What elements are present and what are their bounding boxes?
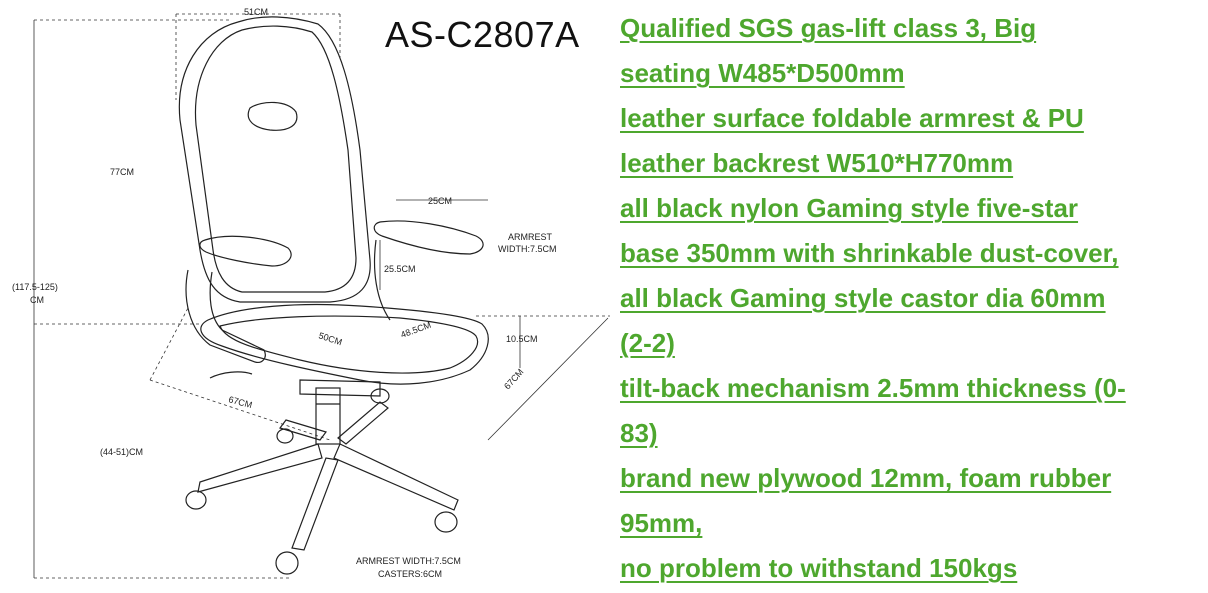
dim-base-left: 67CM bbox=[227, 394, 253, 410]
spec-line[interactable]: base 350mm with shrinkable dust-cover, bbox=[620, 238, 1119, 268]
dim-top-width: 51CM bbox=[244, 7, 268, 17]
dim-seat-height: (44-51)CM bbox=[100, 447, 143, 457]
chair-technical-drawing: 51CM 77CM (117.5-125) CM (44-51)CM 25CM … bbox=[12, 7, 610, 579]
spec-line[interactable]: all black nylon Gaming style five-star bbox=[620, 193, 1079, 223]
spec-line[interactable]: seating W485*D500mm bbox=[620, 58, 905, 88]
spec-line[interactable]: leather backrest W510*H770mm bbox=[620, 148, 1014, 178]
dim-armrest-width: WIDTH:7.5CM bbox=[498, 244, 557, 254]
dimension-lines bbox=[33, 13, 610, 579]
dim-armrest-length: 25CM bbox=[428, 196, 452, 206]
dim-base-right: 67CM bbox=[502, 367, 526, 392]
spec-line[interactable]: brand new plywood 12mm, foam rubber bbox=[620, 463, 1112, 493]
spec-line[interactable]: 83) bbox=[620, 418, 658, 448]
footer-armrest-width: ARMREST WIDTH:7.5CM bbox=[356, 556, 461, 566]
dim-backrest-height: 77CM bbox=[110, 167, 134, 177]
spec-line[interactable]: 95mm, bbox=[620, 508, 703, 538]
spec-line[interactable]: (2-2) bbox=[620, 328, 675, 358]
dim-armrest-height: 25.5CM bbox=[384, 264, 416, 274]
model-code: AS-C2807A bbox=[385, 14, 580, 55]
dim-seat-depth: 50CM bbox=[317, 330, 343, 347]
spec-line[interactable]: all black Gaming style castor dia 60mm bbox=[620, 283, 1106, 313]
spec-line[interactable]: Qualified SGS gas-lift class 3, Big bbox=[620, 13, 1037, 43]
dim-seat-width: 48.5CM bbox=[399, 320, 432, 340]
spec-line[interactable]: no problem to withstand 150kgs bbox=[620, 553, 1018, 583]
dim-seat-thickness: 10.5CM bbox=[506, 334, 538, 344]
spec-line[interactable]: leather surface foldable armrest & PU bbox=[620, 103, 1084, 133]
spec-list: Qualified SGS gas-lift class 3, Big seat… bbox=[620, 6, 1208, 591]
dim-armrest-label: ARMREST bbox=[508, 232, 553, 242]
dim-total-height-unit: CM bbox=[30, 295, 44, 305]
dim-total-height: (117.5-125) bbox=[12, 282, 58, 292]
spec-line[interactable]: tilt-back mechanism 2.5mm thickness (0- bbox=[620, 373, 1126, 403]
chair-outline bbox=[178, 16, 489, 575]
footer-casters: CASTERS:6CM bbox=[378, 569, 442, 579]
